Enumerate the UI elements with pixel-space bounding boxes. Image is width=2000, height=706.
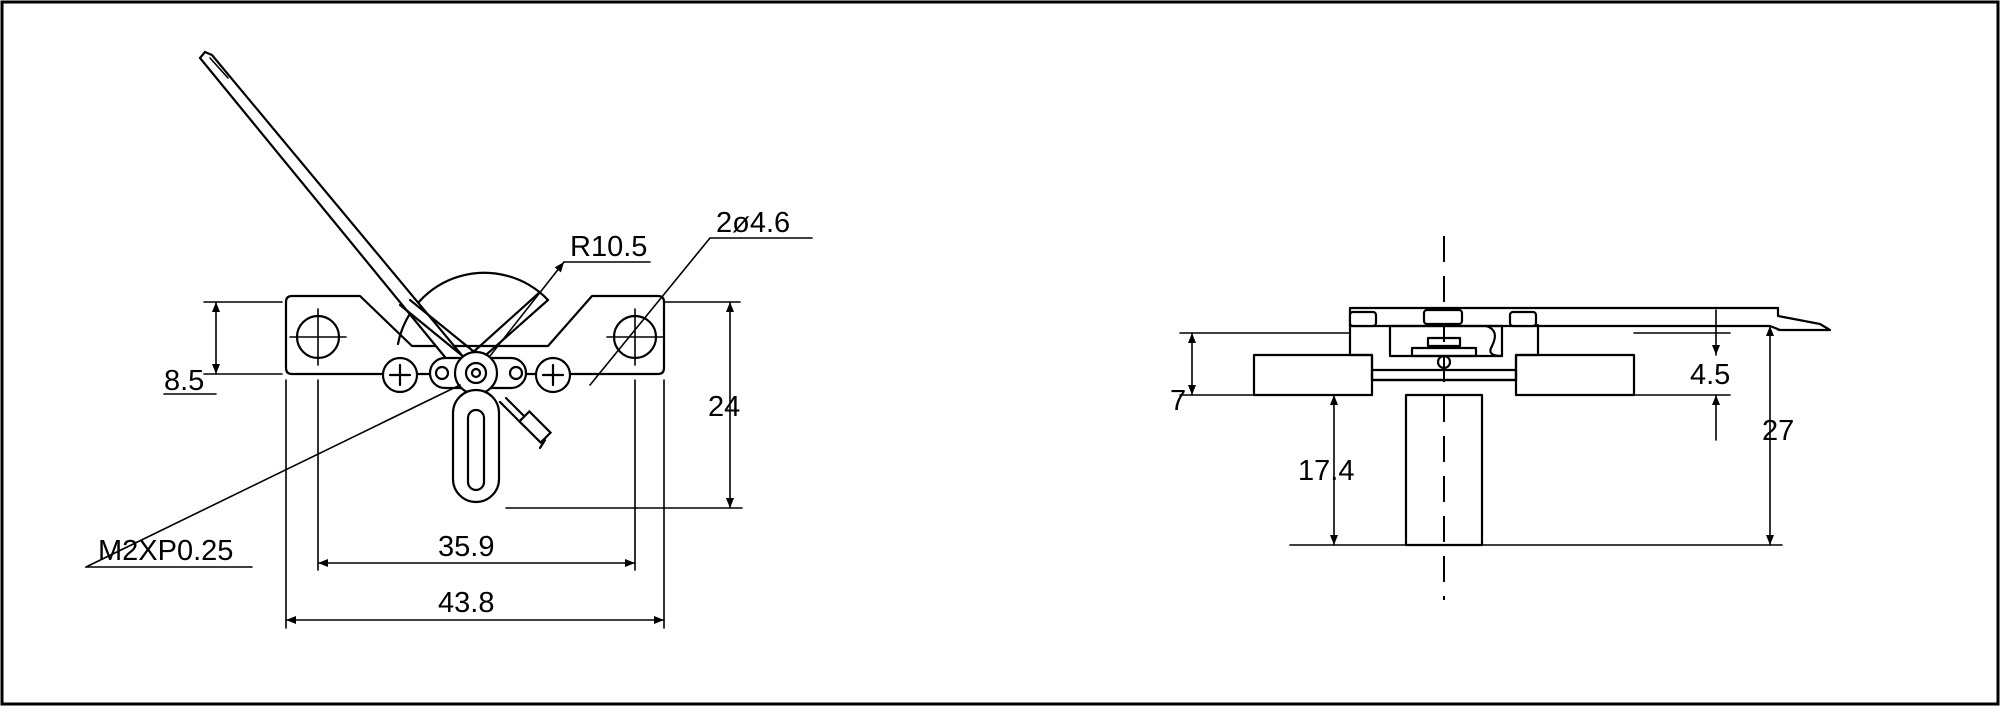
dim-top-label: 4.5 — [1690, 359, 1730, 391]
shaft-outer — [453, 350, 499, 396]
screw-right-icon — [534, 356, 572, 394]
side-view: 7 17.4 4.5 27 — [1170, 236, 1832, 600]
screw-left-icon — [381, 356, 419, 394]
dim-radius-label: R10.5 — [570, 231, 647, 263]
shaft-column — [1404, 393, 1484, 547]
dim-width-label: 43.8 — [438, 587, 494, 619]
wire-connector — [517, 409, 553, 445]
dim-holes-label: 2ø4.6 — [716, 207, 790, 239]
slotted-arm — [451, 388, 501, 504]
dim-height-label: 24 — [708, 391, 740, 423]
dim-thread-label: M2XP0.25 — [98, 535, 233, 567]
front-view: R10.5 2ø4.6 8.5 24 35.9 43.8 M2XP0.25 — [85, 50, 813, 629]
shaft-inner — [464, 361, 488, 385]
dim-shaft-label: 17.4 — [1298, 455, 1354, 487]
dim-total-label: 27 — [1762, 415, 1794, 447]
dim-flange-label: 7 — [1170, 385, 1186, 417]
dim-hole-spacing-label: 35.9 — [438, 531, 494, 563]
flange-left — [1252, 353, 1374, 397]
flange-right — [1514, 353, 1636, 397]
dim-offset-label: 8.5 — [164, 365, 204, 397]
hub-hole-left — [434, 365, 450, 381]
arm-slot — [466, 408, 486, 492]
motor-body-arc — [396, 271, 550, 346]
hub-hole-right — [508, 365, 524, 381]
